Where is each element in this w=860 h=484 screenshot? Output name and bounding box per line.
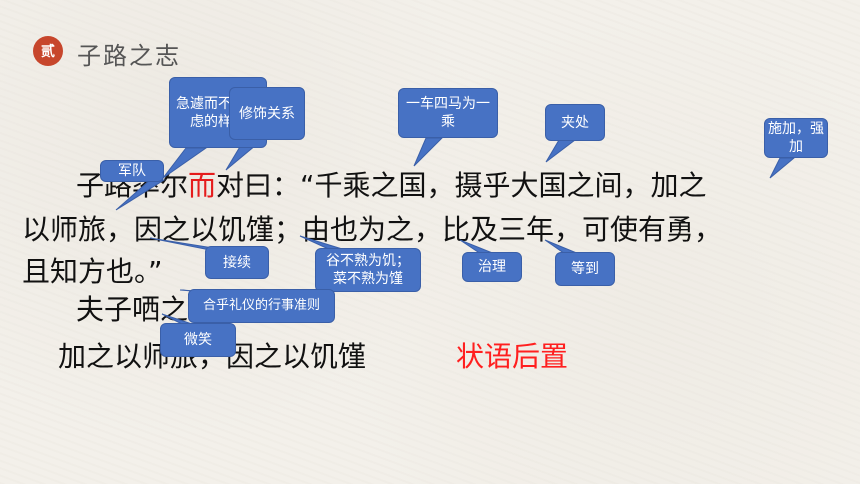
callout-wait: 等到 — [555, 252, 615, 286]
slide-title: 子路之志 — [77, 42, 181, 70]
pointer-army — [115, 179, 166, 211]
text-line-3: 且知方也。” — [22, 255, 163, 288]
pointer-haste — [162, 147, 208, 179]
callout-army: 军队 — [100, 160, 164, 182]
callout-propriety: 合乎礼仪的行事准则 — [188, 289, 335, 323]
text-highlight-er: 而 — [188, 169, 217, 202]
text-line-2: 以师旅，因之以饥馑；由也为之，比及三年，可使有勇， — [22, 213, 723, 246]
callout-famine: 谷不熟为饥；菜不熟为馑 — [315, 248, 421, 292]
callout-between: 夹处 — [545, 104, 605, 141]
pointer-apply — [769, 157, 796, 179]
pointer-between — [545, 139, 577, 163]
pointer-chariots — [413, 137, 444, 167]
summary-label: 状语后置 — [456, 340, 569, 373]
callout-apply: 施加，强加 — [764, 118, 828, 158]
callout-relation: 修饰关系 — [229, 87, 305, 140]
section-badge: 贰 — [33, 36, 63, 66]
callout-govern: 治理 — [462, 252, 522, 282]
callout-chariots: 一车四马为一乘 — [398, 88, 498, 138]
callout-smile: 微笑 — [160, 323, 236, 357]
text-line-1-post: 对曰：“千乘之国，摄乎大国之间，加之 — [216, 169, 707, 202]
callout-continue: 接续 — [205, 246, 269, 279]
